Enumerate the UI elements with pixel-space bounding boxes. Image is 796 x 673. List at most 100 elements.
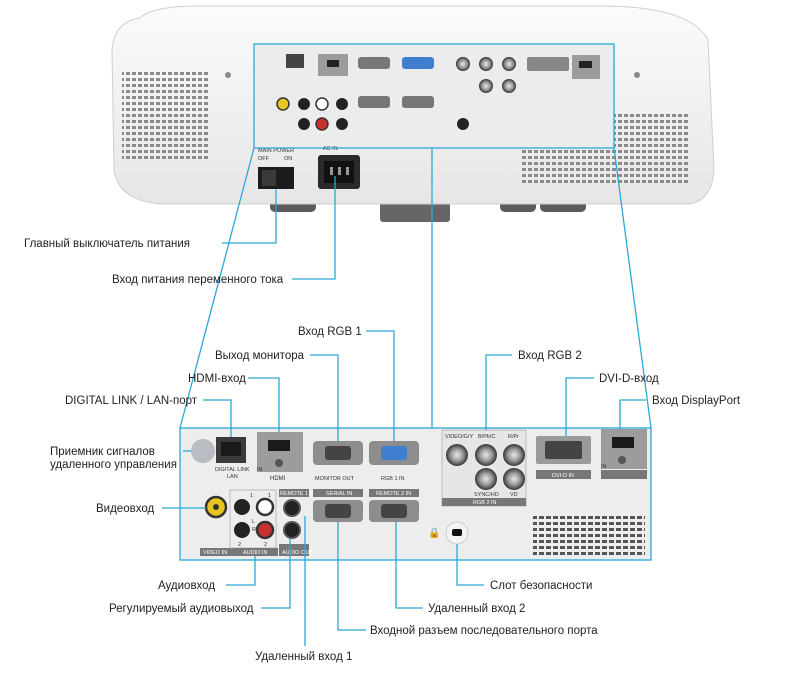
- audio-in-label-bar: [232, 548, 278, 556]
- ac-pin-1: [330, 167, 333, 175]
- projector-rear-view: MAIN POWER OFF ON AC IN: [111, 5, 715, 222]
- serial-in-text: SERIAL IN: [326, 491, 352, 497]
- label-serial: Входной разъем последовательного порта: [370, 625, 598, 637]
- connector-right: [613, 147, 652, 429]
- b-pb-text: B/Pb/C: [478, 434, 495, 440]
- main-power-text: MAIN POWER: [258, 148, 294, 154]
- leader-dvi: [565, 377, 594, 436]
- remote2-in-text: REMOTE 2 IN: [376, 491, 411, 497]
- monitor-out-top: [358, 57, 390, 69]
- audio-l-text: L: [252, 519, 255, 525]
- remote-receiver: [191, 439, 215, 463]
- audio-ch-2b-text: 2: [264, 542, 267, 548]
- main-power-on-text: ON: [284, 156, 292, 162]
- lan-digital-link-text: DIGITAL LINK: [215, 467, 250, 473]
- leader-rgb2: [485, 354, 512, 430]
- bnc-video-g-y[interactable]: [446, 444, 468, 466]
- audio-in-1-l[interactable]: [234, 499, 250, 515]
- audio-r-text: R: [252, 527, 256, 533]
- video-in-center: [213, 504, 219, 510]
- bnc-top-4: [479, 79, 493, 93]
- video-in-text: VIDEO IN: [203, 550, 227, 556]
- label-variable-audio-out: Регулируемый аудиовыход: [109, 603, 254, 615]
- displayport-slot: [612, 437, 634, 448]
- audio-top-1: [298, 98, 310, 110]
- leader-audio-in: [226, 556, 256, 586]
- remote2-label-bar: [369, 489, 419, 497]
- lan-text: LAN: [227, 474, 238, 480]
- audio-ch-1-text: 1: [250, 493, 253, 499]
- monitor-out-shell: [325, 446, 351, 460]
- hdmi-slot: [268, 440, 290, 451]
- video-in-label-bar: [200, 548, 232, 556]
- label-ac-in: Вход питания переменного тока: [112, 274, 284, 286]
- screw-left: [225, 72, 231, 78]
- remote1-top: [336, 98, 348, 110]
- label-remote1: Удаленный вход 1: [255, 651, 352, 663]
- audio-in-2-r[interactable]: [255, 520, 275, 540]
- security-slot[interactable]: [452, 529, 462, 536]
- remote2-top: [402, 96, 434, 108]
- rgb2-label-bar: [442, 498, 526, 506]
- audio-top-2: [315, 97, 329, 111]
- main-power-off-text: OFF: [258, 156, 270, 162]
- ac-in-text: AC IN: [323, 146, 338, 152]
- bnc-b-pb[interactable]: [475, 444, 497, 466]
- ac-pin-3: [346, 167, 349, 175]
- remote1-in-text: REMOTE 1 IN: [280, 491, 315, 497]
- audio-in-2-l[interactable]: [234, 522, 250, 538]
- audio-in-1-r[interactable]: [255, 497, 275, 517]
- leader-displayport: [619, 399, 646, 429]
- audio-out-text: AUDIO OUT: [282, 550, 313, 556]
- remote1-jack[interactable]: [283, 499, 301, 517]
- rgb2-group: [441, 429, 527, 507]
- ac-pin-2: [338, 167, 341, 175]
- label-main-power: Главный выключатель питания: [24, 238, 190, 250]
- hdmi-slot-top: [327, 60, 339, 67]
- video-in-top: [276, 97, 290, 111]
- bnc-top-3: [502, 57, 516, 71]
- dvi-d-in-text: DVI-D IN: [552, 473, 574, 479]
- vd-text: VD: [510, 492, 518, 498]
- label-displayport: Вход DisplayPort: [652, 395, 741, 407]
- audio-top-3: [298, 118, 310, 130]
- bnc-vd[interactable]: [503, 468, 525, 490]
- label-hdmi: HDMI-вход: [188, 373, 246, 385]
- audio-out-top: [336, 118, 348, 130]
- displayport-in-text: IN: [601, 464, 607, 470]
- video-g-y-text: VIDEO/G/Y: [445, 434, 473, 440]
- label-remote-receiver-2: удаленного управления: [50, 459, 177, 471]
- terminal-panel-detail: DIGITAL LINK LAN IN HDMI MONITOR OUT RGB…: [180, 428, 651, 560]
- leader-rgb1: [366, 330, 395, 441]
- leader-digital-link: [203, 399, 232, 437]
- rgb1-shell: [381, 446, 407, 460]
- label-remote2: Удаленный вход 2: [428, 603, 525, 615]
- hdmi-screw: [275, 459, 283, 467]
- displayport-label-bar: [601, 470, 647, 479]
- audio-out-jack[interactable]: [283, 521, 301, 539]
- main-power-rocker: [262, 170, 276, 186]
- bnc-r-pr[interactable]: [503, 444, 525, 466]
- connector-left: [179, 147, 255, 429]
- remote2-shell: [381, 504, 407, 518]
- security-slot-top: [457, 118, 469, 130]
- leader-remote2: [395, 522, 423, 609]
- dvi-shell: [545, 441, 582, 459]
- leader-security-slot: [456, 544, 484, 586]
- label-audio-in: Аудиовход: [158, 580, 215, 592]
- top-panel-outline: [253, 43, 615, 149]
- bnc-sync-hd[interactable]: [475, 468, 497, 490]
- remote1-label-bar: [279, 489, 309, 497]
- leader-hdmi: [248, 377, 280, 432]
- leader-serial: [337, 522, 366, 631]
- serial-top: [358, 96, 390, 108]
- lan-port-top: [286, 54, 304, 68]
- label-monitor-out: Выход монитора: [215, 350, 305, 362]
- hdmi-text: HDMI: [270, 476, 286, 482]
- label-video-in: Видеовход: [96, 503, 154, 515]
- bnc-top-2: [479, 57, 493, 71]
- dvi-top: [527, 57, 569, 71]
- displayport-screw: [618, 456, 626, 464]
- displayport-slot-top: [579, 61, 592, 68]
